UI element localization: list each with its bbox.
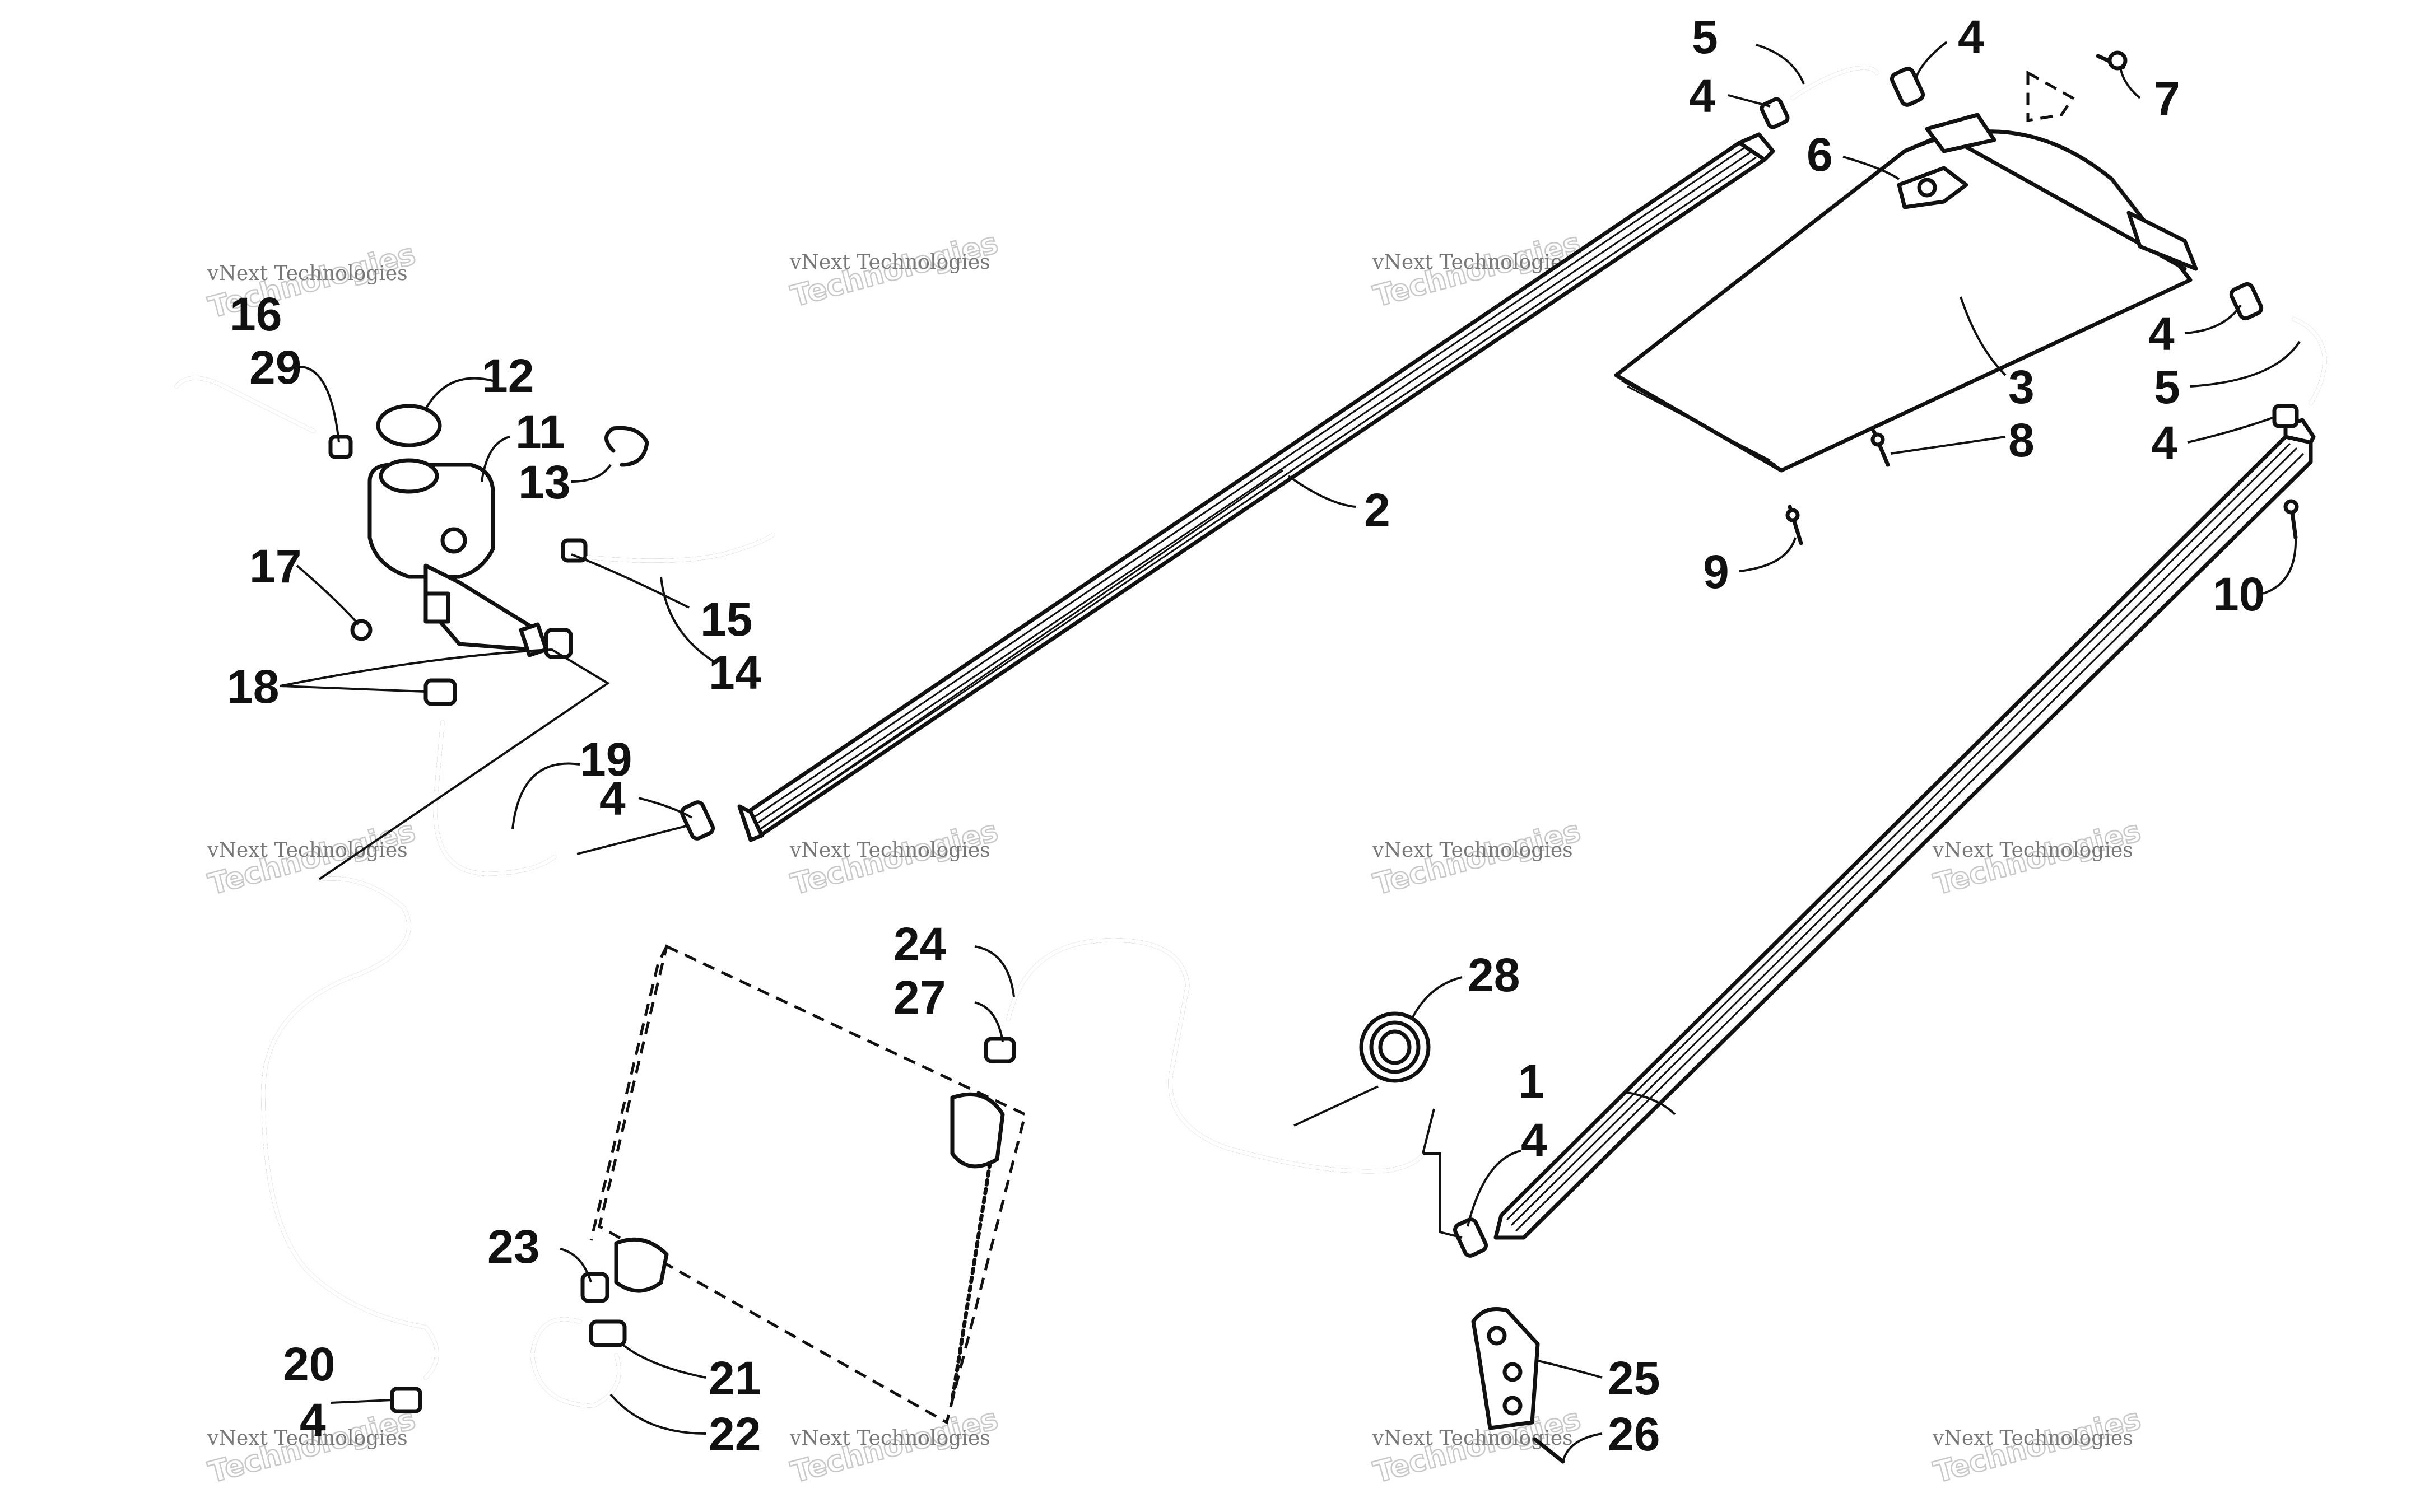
- leader-lines: [280, 41, 2301, 1462]
- callout-18: 18: [227, 660, 279, 713]
- part-10-screw: [2283, 499, 2299, 540]
- svg-text:vNext Technologies: vNext Technologies: [207, 262, 408, 285]
- callouts: 5 4 4 7 6 4 5 4 3 8 9 10 2 4 19 18 17 15…: [227, 11, 2265, 1460]
- svg-text:vNext Technologies: vNext Technologies: [1372, 251, 1573, 274]
- callout-4: 4: [2148, 307, 2175, 360]
- part-20-hose: [261, 876, 439, 1380]
- callout-4: 4: [300, 1394, 326, 1446]
- callout-4: 4: [2151, 417, 2177, 469]
- callout-15: 15: [700, 593, 752, 646]
- part-18-clamp: [424, 678, 457, 706]
- callout-5: 5: [2154, 361, 2180, 413]
- part-28-coil-clamp: [1359, 1011, 1431, 1083]
- callout-4: 4: [1521, 1114, 1547, 1166]
- part-7-screw: [2026, 50, 2128, 122]
- callout-8: 8: [2008, 414, 2035, 466]
- part-8-rivet: [1870, 429, 1890, 467]
- callout-9: 9: [1703, 545, 1729, 598]
- svg-text:vNext Technologies: vNext Technologies: [207, 839, 408, 862]
- callout-4: 4: [1689, 69, 1715, 122]
- part-15-overflow-hose: [586, 533, 775, 563]
- part-3-heat-exchanger: [1614, 113, 2198, 473]
- part-13-clip: [604, 426, 649, 467]
- part-6-gasket: [1897, 166, 1968, 209]
- callout-16: 16: [230, 288, 282, 340]
- part-4-clamp: [2229, 282, 2264, 321]
- part-26-screw: [1533, 1437, 1565, 1464]
- svg-text:vNext Technologies: vNext Technologies: [207, 1427, 408, 1450]
- part-4-clamp: [2272, 404, 2299, 428]
- part-14-clamp: [561, 538, 588, 563]
- callout-20: 20: [283, 1338, 335, 1390]
- callout-2: 2: [1364, 484, 1390, 536]
- callout-1: 1: [1518, 1055, 1544, 1108]
- watermark: Technologies vNext Technologies: [787, 814, 1002, 903]
- part-17-nut: [350, 619, 373, 641]
- svg-text:vNext Technologies: vNext Technologies: [1372, 1427, 1573, 1450]
- part-5-elbow-top: [1790, 66, 1879, 100]
- part-4-clamp: [1890, 67, 1925, 107]
- svg-text:vNext Technologies: vNext Technologies: [789, 251, 990, 274]
- callout-27: 27: [893, 971, 946, 1024]
- radiator-outline: [589, 944, 1027, 1425]
- part-4-clamp: [1453, 1217, 1488, 1258]
- callout-4: 4: [1958, 11, 1984, 63]
- part-19-hose: [433, 720, 557, 876]
- part-21-clamp: [589, 1319, 627, 1347]
- watermark: Technologies vNext Technologies: [204, 814, 420, 903]
- part-27-clamp: [984, 1037, 1016, 1063]
- watermark: Technologies vNext Technologies: [1370, 814, 1585, 903]
- callout-29: 29: [249, 341, 301, 394]
- part-25-bracket: [1471, 1307, 1540, 1430]
- callout-22: 22: [709, 1408, 761, 1460]
- callout-26: 26: [1608, 1408, 1660, 1460]
- callout-10: 10: [2213, 568, 2265, 620]
- callout-6: 6: [1807, 128, 1833, 181]
- callout-17: 17: [249, 540, 301, 592]
- watermark: Technologies vNext Technologies: [787, 1402, 1002, 1491]
- part-4-clamp: [680, 800, 715, 841]
- callout-3: 3: [2008, 361, 2035, 413]
- callout-19: 19: [580, 733, 632, 786]
- watermark: Technologies vNext Technologies: [1930, 1402, 2145, 1491]
- svg-text:vNext Technologies: vNext Technologies: [789, 839, 990, 862]
- callout-7: 7: [2154, 72, 2180, 125]
- part-29-clamp: [328, 435, 353, 459]
- part-23-clamp: [580, 1272, 609, 1303]
- callout-25: 25: [1608, 1352, 1660, 1404]
- part-5-elbow-right: [2292, 317, 2327, 405]
- watermark: Technologies vNext Technologies: [1930, 814, 2145, 903]
- part-24-hose: [1006, 938, 1425, 1174]
- svg-text:vNext Technologies: vNext Technologies: [789, 1427, 990, 1450]
- watermark: Technologies vNext Technologies: [1370, 1402, 1585, 1491]
- svg-text:vNext Technologies: vNext Technologies: [1372, 839, 1573, 862]
- part-2-tunnel-cooler-upper: [737, 132, 1775, 842]
- part-1-tunnel-cooler-lower: [1493, 418, 2316, 1240]
- callout-5: 5: [1692, 11, 1718, 63]
- part-16-vent-hose: [174, 376, 316, 433]
- callout-24: 24: [893, 918, 946, 970]
- callout-11: 11: [515, 405, 565, 458]
- part-4-clamp: [390, 1387, 422, 1413]
- part-9-rivet: [1785, 505, 1803, 545]
- part-22-hose: [530, 1317, 621, 1408]
- callout-23: 23: [487, 1220, 539, 1273]
- callout-13: 13: [518, 456, 570, 508]
- part-4-clamp: [1760, 97, 1790, 129]
- callout-4: 4: [599, 772, 626, 825]
- svg-text:vNext Technologies: vNext Technologies: [1932, 839, 2133, 862]
- svg-text:vNext Technologies: vNext Technologies: [1932, 1427, 2133, 1450]
- callout-28: 28: [1468, 949, 1520, 1001]
- callout-14: 14: [709, 646, 761, 699]
- watermark: Technologies vNext Technologies: [787, 226, 1002, 315]
- callout-12: 12: [482, 349, 534, 402]
- part-12-radiator-cap: [376, 404, 442, 494]
- callout-21: 21: [709, 1352, 761, 1404]
